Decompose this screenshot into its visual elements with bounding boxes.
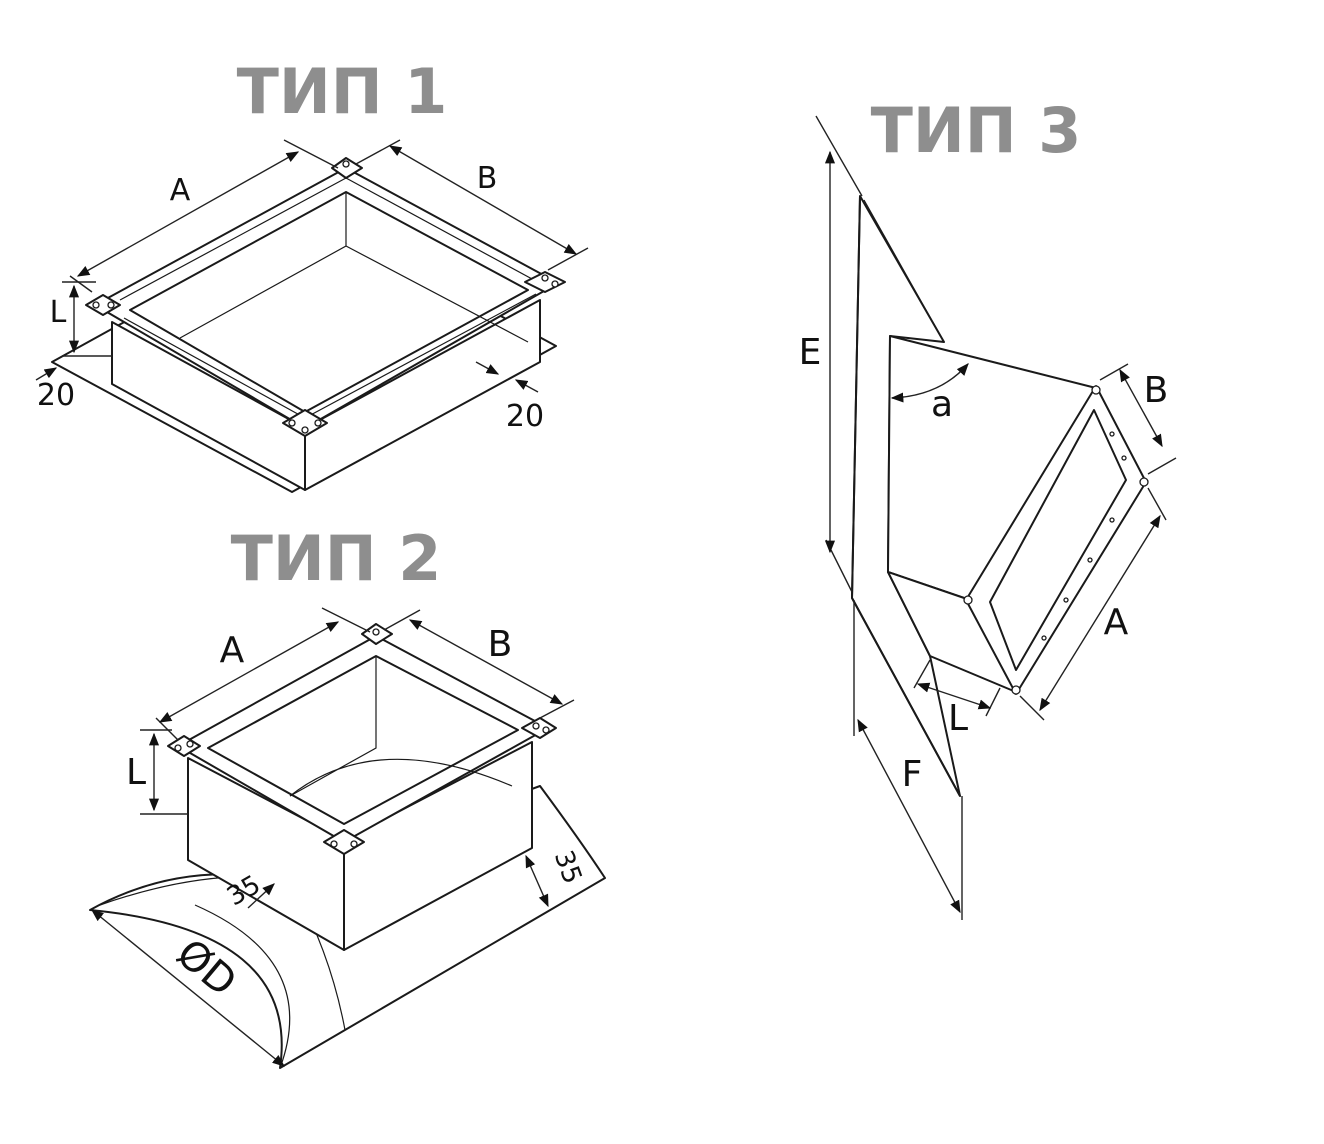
type1-drawing: ТИП 1 A [35, 55, 589, 493]
type1-label-l: L [50, 295, 67, 330]
type2-right-wall [343, 741, 533, 951]
type3-label-f: F [902, 754, 923, 795]
type2-label-b: B [488, 624, 513, 665]
type3-dim-f [857, 718, 961, 914]
type3-dim-b [1119, 368, 1163, 448]
type2-dim-b [408, 619, 564, 705]
type3-label-a: A [1104, 602, 1129, 643]
type2-label-a: A [220, 630, 245, 671]
type3-drawing: ТИП 3 E F a [799, 94, 1177, 920]
type3-label-b: B [1144, 370, 1169, 411]
type1-title: ТИП 1 [237, 55, 448, 128]
type2-label-l: L [126, 752, 146, 793]
type1-label-a: A [170, 173, 191, 208]
type2-dim-a [158, 621, 340, 723]
type3-title: ТИП 3 [871, 94, 1082, 167]
type3-dim-a [1039, 514, 1161, 712]
type1-dim-a [76, 151, 300, 277]
type1-corner-brackets [85, 157, 566, 437]
type1-dim-b [388, 145, 578, 255]
type3-dim-angle [890, 363, 969, 403]
type3-dim-l [916, 682, 992, 710]
type3-label-e: E [799, 332, 822, 373]
type1-label-b: B [477, 161, 498, 196]
type2-drawing: ТИП 2 A B [89, 522, 606, 1069]
type3-label-l: L [948, 698, 968, 739]
type1-label-offset-right: 20 [506, 399, 544, 434]
type2-title: ТИП 2 [231, 522, 442, 595]
type2-dim-diameter [91, 909, 285, 1067]
type1-label-offset-left: 20 [37, 378, 75, 413]
type2-corner-brackets [167, 623, 557, 855]
type3-label-angle: a [931, 384, 953, 425]
